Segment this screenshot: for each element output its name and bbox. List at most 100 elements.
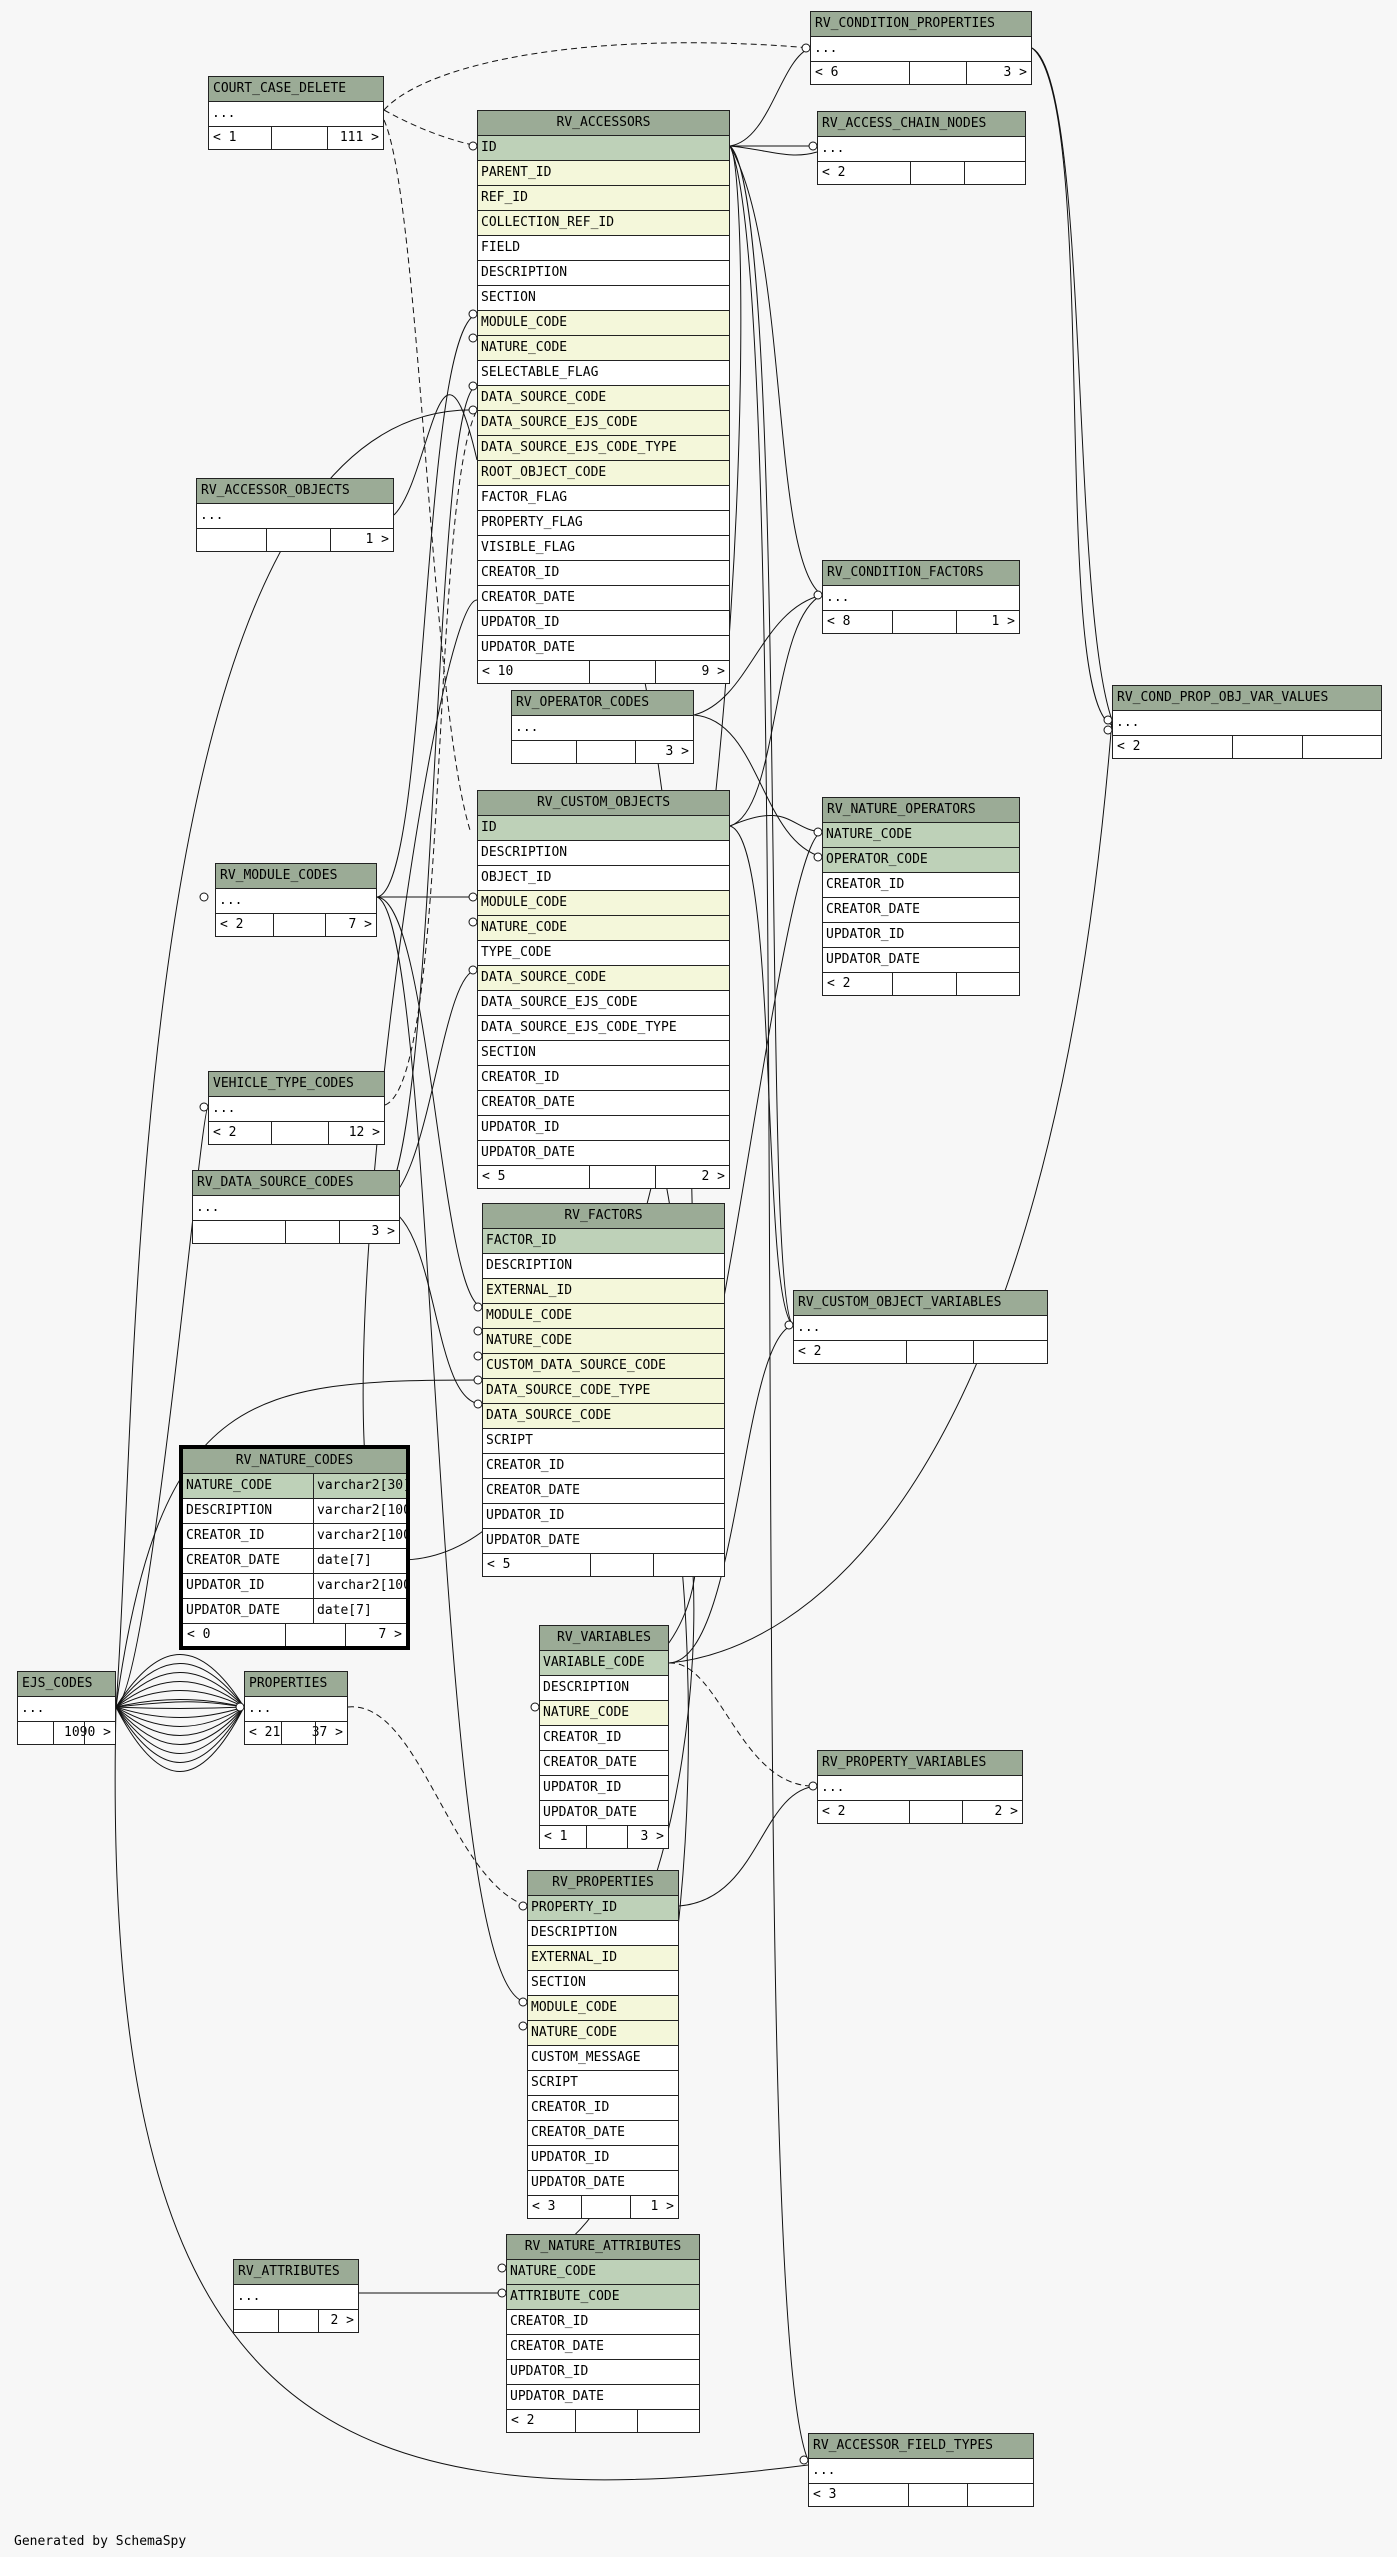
parent-count[interactable]: < 5 <box>482 1169 506 1184</box>
parent-count[interactable]: < 2 <box>1117 739 1141 754</box>
column-ellipsis[interactable]: ... <box>823 586 1019 611</box>
column-description[interactable]: DESCRIPTION <box>483 1254 724 1279</box>
table-rv-cond-prop-obj-var-values[interactable]: RV_COND_PROP_OBJ_VAR_VALUES...< 2 <box>1112 685 1382 759</box>
column-external-id[interactable]: EXTERNAL_ID <box>483 1279 724 1304</box>
child-count[interactable]: 37 > <box>311 1725 343 1740</box>
column-creator-id[interactable]: CREATOR_ID <box>478 561 729 586</box>
column-module-code[interactable]: MODULE_CODE <box>478 891 729 916</box>
child-count[interactable]: 1090 > <box>64 1725 111 1740</box>
table-header[interactable]: RV_ACCESS_CHAIN_NODES <box>818 112 1025 137</box>
parent-count[interactable]: < 8 <box>827 614 851 629</box>
column-ellipsis[interactable]: ... <box>209 1097 384 1122</box>
column-selectable-flag[interactable]: SELECTABLE_FLAG <box>478 361 729 386</box>
table-header[interactable]: RV_CUSTOM_OBJECT_VARIABLES <box>794 1291 1047 1316</box>
column-factor-id[interactable]: FACTOR_ID <box>483 1229 724 1254</box>
column-section[interactable]: SECTION <box>478 1041 729 1066</box>
column-data-source-code[interactable]: DATA_SOURCE_CODE <box>478 966 729 991</box>
column-description[interactable]: DESCRIPTION <box>540 1676 668 1701</box>
table-rv-accessor-field-types[interactable]: RV_ACCESSOR_FIELD_TYPES...< 3 <box>808 2433 1034 2507</box>
table-header[interactable]: EJS_CODES <box>18 1672 115 1697</box>
column-nature-code[interactable]: NATURE_CODE <box>483 1329 724 1354</box>
column-data-source-code[interactable]: DATA_SOURCE_CODE <box>483 1404 724 1429</box>
column-custom-data-source-code[interactable]: CUSTOM_DATA_SOURCE_CODE <box>483 1354 724 1379</box>
child-count[interactable]: 3 > <box>640 1829 664 1844</box>
child-count[interactable]: 7 > <box>378 1627 402 1642</box>
column-description[interactable]: DESCRIPTION <box>528 1921 678 1946</box>
column-description[interactable]: DESCRIPTION <box>478 841 729 866</box>
table-rv-accessor-objects[interactable]: RV_ACCESSOR_OBJECTS...1 > <box>196 478 394 552</box>
child-count[interactable]: 3 > <box>1003 65 1027 80</box>
parent-count[interactable]: < 2 <box>827 976 851 991</box>
child-count[interactable]: 3 > <box>371 1224 395 1239</box>
column-ref-id[interactable]: REF_ID <box>478 186 729 211</box>
column-visible-flag[interactable]: VISIBLE_FLAG <box>478 536 729 561</box>
parent-count[interactable]: < 2 <box>822 165 846 180</box>
table-header[interactable]: RV_ACCESSOR_OBJECTS <box>197 479 393 504</box>
child-count[interactable]: 2 > <box>330 2313 354 2328</box>
child-count[interactable]: 2 > <box>994 1804 1018 1819</box>
column-module-code[interactable]: MODULE_CODE <box>483 1304 724 1329</box>
table-header[interactable]: RV_NATURE_OPERATORS <box>823 798 1019 823</box>
column-creator-id[interactable]: CREATOR_ID <box>478 1066 729 1091</box>
table-rv-operator-codes[interactable]: RV_OPERATOR_CODES...3 > <box>511 690 694 764</box>
column-creator-date[interactable]: CREATOR_DATE <box>823 898 1019 923</box>
column-creator-date[interactable]: CREATOR_DATE <box>528 2121 678 2146</box>
child-count[interactable]: 111 > <box>339 130 379 145</box>
column-script[interactable]: SCRIPT <box>528 2071 678 2096</box>
table-header[interactable]: RV_ACCESSOR_FIELD_TYPES <box>809 2434 1033 2459</box>
column-nature-code[interactable]: NATURE_CODE <box>478 336 729 361</box>
table-rv-access-chain-nodes[interactable]: RV_ACCESS_CHAIN_NODES...< 2 <box>817 111 1026 185</box>
table-header[interactable]: RV_MODULE_CODES <box>216 864 376 889</box>
column-field[interactable]: FIELD <box>478 236 729 261</box>
column-description[interactable]: DESCRIPTION <box>478 261 729 286</box>
table-header[interactable]: RV_CONDITION_PROPERTIES <box>811 12 1031 37</box>
column-updator-id[interactable]: UPDATOR_ID <box>478 1116 729 1141</box>
column-ellipsis[interactable]: ... <box>794 1316 1047 1341</box>
table-header[interactable]: RV_ATTRIBUTES <box>234 2260 358 2285</box>
column-data-source-ejs-code[interactable]: DATA_SOURCE_EJS_CODE <box>478 991 729 1016</box>
column-ellipsis[interactable]: ... <box>193 1196 399 1221</box>
column-ellipsis[interactable]: ... <box>216 889 376 914</box>
column-operator-code[interactable]: OPERATOR_CODE <box>823 848 1019 873</box>
parent-count[interactable]: < 2 <box>822 1804 846 1819</box>
column-creator-id[interactable]: CREATOR_ID <box>507 2310 699 2335</box>
column-id[interactable]: ID <box>478 136 729 161</box>
parent-count[interactable]: < 2 <box>798 1344 822 1359</box>
column-updator-date[interactable]: UPDATOR_DATE <box>478 636 729 661</box>
parent-count[interactable]: < 1 <box>213 130 237 145</box>
parent-count[interactable]: < 3 <box>532 2199 556 2214</box>
table-header[interactable]: COURT_CASE_DELETE <box>209 77 383 102</box>
column-creator-id[interactable]: CREATOR_ID <box>823 873 1019 898</box>
column-updator-id[interactable]: UPDATOR_ID <box>507 2360 699 2385</box>
column-data-source-ejs-code-type[interactable]: DATA_SOURCE_EJS_CODE_TYPE <box>478 1016 729 1041</box>
table-header[interactable]: RV_PROPERTY_VARIABLES <box>818 1751 1022 1776</box>
parent-count[interactable]: < 2 <box>220 917 244 932</box>
column-ellipsis[interactable]: ... <box>18 1697 115 1722</box>
column-ellipsis[interactable]: ... <box>809 2459 1033 2484</box>
column-section[interactable]: SECTION <box>478 286 729 311</box>
column-variable-code[interactable]: VARIABLE_CODE <box>540 1651 668 1676</box>
parent-count[interactable]: < 21 <box>249 1725 281 1740</box>
column-creator-date[interactable]: CREATOR_DATE <box>478 1091 729 1116</box>
column-creator-id[interactable]: CREATOR_ID <box>483 1454 724 1479</box>
column-creator-date[interactable]: CREATOR_DATE <box>507 2335 699 2360</box>
column-ellipsis[interactable]: ... <box>197 504 393 529</box>
column-nature-code[interactable]: NATURE_CODE <box>823 823 1019 848</box>
column-parent-id[interactable]: PARENT_ID <box>478 161 729 186</box>
column-nature-code[interactable]: NATURE_CODE <box>528 2021 678 2046</box>
table-header[interactable]: RV_VARIABLES <box>540 1626 668 1651</box>
column-updator-date[interactable]: UPDATOR_DATE <box>478 1141 729 1166</box>
column-data-source-code[interactable]: DATA_SOURCE_CODE <box>478 386 729 411</box>
